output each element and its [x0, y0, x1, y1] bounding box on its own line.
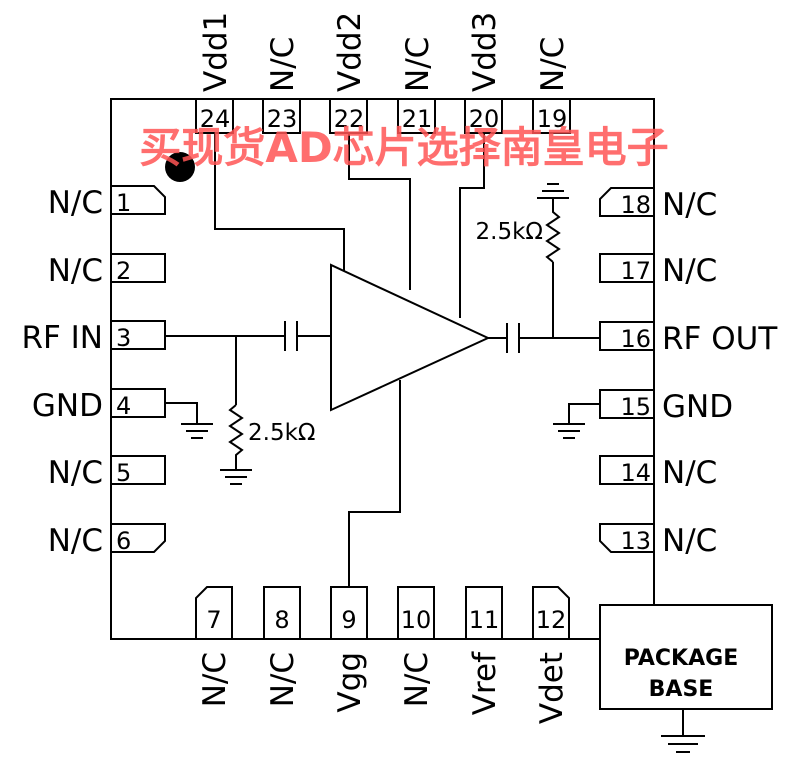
pin-num-1: 1 [116, 189, 131, 217]
package-outline [110, 98, 655, 640]
pin-num-10: 10 [401, 606, 432, 634]
pin-label-13: N/C [662, 523, 717, 559]
pin-label-9: Vgg [332, 652, 368, 713]
internal-circuit: 2.5kΩ 2.5kΩ [165, 133, 600, 587]
pin-pad-14 [599, 455, 655, 485]
pin-num-5: 5 [116, 459, 131, 487]
pin-pad-5 [110, 455, 166, 485]
pin-num-20: 20 [469, 105, 500, 133]
pin-label-14: N/C [662, 455, 717, 491]
pin1-indicator-dot [165, 152, 195, 182]
pin-label-17: N/C [662, 253, 717, 289]
input-resistor [228, 404, 244, 470]
pin-num-18: 18 [620, 191, 651, 219]
pin-pad-8 [263, 586, 301, 640]
top-pins: 24 23 22 21 20 19 Vdd1 N/C Vdd2 N/C Vdd3… [195, 12, 571, 134]
vdd2-trace [348, 133, 411, 290]
pin-num-11: 11 [469, 606, 500, 634]
pin-label-2: N/C [48, 253, 103, 289]
pin-pad-13 [599, 523, 655, 553]
right-pins: 18 17 16 15 14 13 N/C N/C RF OUT GND N/C… [599, 187, 778, 559]
pin-label-10: N/C [399, 652, 435, 707]
pin-pad-18 [599, 187, 655, 217]
pin-label-20: Vdd3 [467, 12, 503, 92]
watermark-text: 买现货AD芯片选择南皇电子 [139, 123, 668, 172]
input-resistor-value: 2.5kΩ [248, 420, 315, 446]
package-base: PACKAGE BASE [599, 604, 773, 753]
pin-label-18: N/C [662, 187, 717, 223]
bottom-pins: 7 8 9 10 11 12 N/C N/C Vgg N/C Vref Vdet [195, 586, 570, 724]
pin-label-24: Vdd1 [198, 12, 234, 92]
pin-pad-19 [532, 98, 571, 134]
pin-label-22: Vdd2 [332, 12, 368, 92]
pin-pad-7 [195, 586, 233, 640]
pin-pad-21 [397, 98, 436, 134]
pin-num-17: 17 [620, 257, 651, 285]
pin-pad-12 [532, 586, 570, 640]
pin-num-19: 19 [537, 105, 568, 133]
pin-num-8: 8 [274, 606, 289, 634]
pin-label-15: GND [662, 389, 733, 425]
pin-num-16: 16 [620, 325, 651, 353]
vdd3-trace [459, 133, 485, 318]
output-resistor [545, 198, 561, 263]
pin-pad-6 [110, 523, 166, 553]
pin-label-19: N/C [535, 37, 571, 92]
pin-num-7: 7 [206, 606, 221, 634]
package-base-line1: PACKAGE [624, 646, 738, 671]
left-pins: 1 2 3 4 5 6 N/C N/C RF IN GND N/C N/C [21, 185, 166, 559]
pin-label-23: N/C [265, 37, 301, 92]
pin-label-3: RF IN [21, 320, 103, 356]
pin-pad-16 [599, 321, 655, 351]
pin-label-12: Vdet [534, 652, 570, 724]
pin-num-6: 6 [116, 527, 131, 555]
pin-num-22: 22 [334, 105, 365, 133]
pin-pad-11 [465, 586, 503, 640]
pin4-ground-trace [165, 402, 198, 424]
pin-label-6: N/C [48, 523, 103, 559]
pin-num-15: 15 [620, 393, 651, 421]
pin-pad-10 [397, 586, 435, 640]
pin-label-4: GND [32, 388, 103, 424]
pin-num-24: 24 [200, 105, 231, 133]
pin-pad-1 [110, 185, 166, 215]
pin-num-23: 23 [267, 105, 298, 133]
pin-label-11: Vref [467, 651, 503, 715]
package-base-box [599, 604, 773, 710]
pin-label-5: N/C [48, 455, 103, 491]
amplifier-triangle [330, 263, 491, 412]
pin-num-4: 4 [116, 392, 131, 420]
pin-num-14: 14 [620, 459, 651, 487]
vdd1-trace [214, 133, 345, 271]
pin-pad-17 [599, 253, 655, 283]
package-base-line2: BASE [649, 677, 714, 702]
pin-label-7: N/C [197, 652, 233, 707]
pin-label-21: N/C [400, 37, 436, 92]
pin-num-12: 12 [536, 606, 567, 634]
pin-pad-2 [110, 253, 166, 283]
pin-num-2: 2 [116, 257, 131, 285]
pin-num-3: 3 [116, 324, 131, 352]
pin-label-16: RF OUT [662, 321, 778, 357]
pin-label-1: N/C [48, 185, 103, 221]
pin-num-21: 21 [402, 105, 433, 133]
pin15-ground-trace [568, 403, 600, 424]
pin-pad-23 [262, 98, 301, 134]
pin-label-8: N/C [265, 652, 301, 707]
pin-num-9: 9 [341, 606, 356, 634]
vgg-trace [348, 380, 401, 587]
output-resistor-value: 2.5kΩ [476, 219, 543, 245]
pin-num-13: 13 [620, 527, 651, 555]
